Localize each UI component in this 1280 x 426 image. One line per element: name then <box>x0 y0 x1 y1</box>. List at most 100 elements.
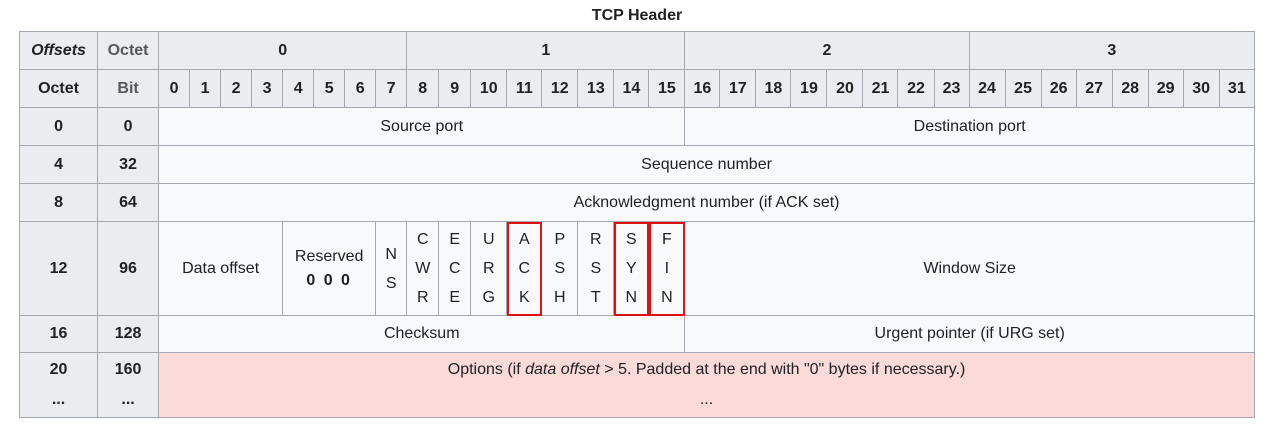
bit-header: 10 <box>470 69 508 108</box>
bit-header: 27 <box>1075 69 1113 108</box>
bit-header: 18 <box>755 69 792 108</box>
flag-letter: S <box>590 260 602 277</box>
options-text-italic: data offset <box>525 361 600 378</box>
options-text-suffix: > 5. Padded at the end with "0" bytes if… <box>599 361 966 378</box>
bit-header: 22 <box>897 69 935 108</box>
octet-offset: 20 ... <box>18 352 99 418</box>
octet-offset: 12 <box>18 221 99 316</box>
bit-header: 30 <box>1182 69 1220 108</box>
flag-letter: W <box>415 260 431 277</box>
bit-header: 2 <box>220 69 253 108</box>
flag-letter: N <box>385 245 397 263</box>
flag-letter: T <box>590 289 601 306</box>
source-port-field: Source port <box>158 107 686 146</box>
flag-ns: N S <box>375 221 408 316</box>
row-octet-20: 20 ... 160 ... Options (if data offset >… <box>18 352 1255 418</box>
flag-letter: U <box>482 231 495 248</box>
options-text: Options (if data offset > 5. Padded at t… <box>159 355 1254 385</box>
bit-header: 24 <box>968 69 1006 108</box>
checksum-field: Checksum <box>158 315 686 353</box>
octet-header-row: Offsets Octet 0 1 2 3 <box>18 31 1256 70</box>
reserved-bits: 0 0 0 <box>306 271 352 289</box>
flag-letter: C <box>416 231 429 248</box>
sequence-number-field: Sequence number <box>158 145 1255 184</box>
octet-2-header: 2 <box>684 31 970 70</box>
flag-ack-highlighted: A C K <box>506 221 543 316</box>
flag-psh: P S H <box>541 221 579 316</box>
bit-header: 12 <box>541 69 579 108</box>
bit-offset: 0 <box>97 107 160 146</box>
data-offset-field: Data offset <box>158 221 284 316</box>
row-label-octet: Octet <box>18 69 99 108</box>
row-octet-12: 12 96 Data offset Reserved 0 0 0 N S C W… <box>18 221 1255 316</box>
bit-header: 15 <box>648 69 686 108</box>
flag-letter: R <box>482 260 495 277</box>
bit-header: 7 <box>375 69 408 108</box>
flag-cwr: C W R <box>406 221 440 316</box>
flag-letter: S <box>626 231 637 248</box>
bit-header: 11 <box>506 69 543 108</box>
octet-offset: 8 <box>18 183 99 222</box>
bit-header: 3 <box>251 69 284 108</box>
row-label-bit: Bit <box>97 69 160 108</box>
bit-header: 8 <box>406 69 440 108</box>
row-octet-4: 4 32 Sequence number <box>18 145 1255 184</box>
offsets-label: Offsets <box>18 31 99 70</box>
octet-0-header: 0 <box>158 31 408 70</box>
flag-letter: R <box>590 231 602 248</box>
bit-header: 29 <box>1147 69 1184 108</box>
bit-header: 17 <box>719 69 757 108</box>
flag-letter: A <box>518 231 530 248</box>
octet-offset-more: ... <box>51 391 66 408</box>
bit-header: 28 <box>1111 69 1149 108</box>
flag-fin-highlighted: F I N <box>648 221 686 316</box>
bit-header: 21 <box>862 69 899 108</box>
flag-rst: R S T <box>577 221 615 316</box>
bit-header: 4 <box>282 69 315 108</box>
bit-header: 25 <box>1004 69 1042 108</box>
flag-letter: I <box>664 260 670 277</box>
octet-offset: 0 <box>18 107 99 146</box>
bit-header: 9 <box>438 69 472 108</box>
options-more: ... <box>699 391 714 408</box>
options-text-prefix: Options (if <box>447 361 526 378</box>
reserved-label: Reserved <box>294 247 364 265</box>
bit-offset: 64 <box>97 183 160 222</box>
flag-letter: F <box>661 231 672 248</box>
octet-offset: 4 <box>18 145 99 184</box>
bit-offset: 160 ... <box>97 352 160 418</box>
octet-offset-value: 20 <box>49 361 68 378</box>
flag-letter: P <box>554 231 566 248</box>
tcp-header-diagram: TCP Header Offsets Octet 0 1 2 3 Oc <box>18 3 1256 418</box>
options-field: Options (if data offset > 5. Padded at t… <box>158 352 1255 418</box>
flag-letter: Y <box>626 260 637 277</box>
flag-syn-highlighted: S Y N <box>613 221 650 316</box>
flag-letter: G <box>482 289 495 306</box>
octet-offset: 16 <box>18 315 99 353</box>
bit-header: 31 <box>1218 69 1256 108</box>
destination-port-field: Destination port <box>684 107 1255 146</box>
bit-header: 1 <box>189 69 222 108</box>
flag-letter: R <box>416 289 429 306</box>
row-octet-8: 8 64 Acknowledgment number (if ACK set) <box>18 183 1255 222</box>
bit-header: 5 <box>313 69 346 108</box>
bit-offset: 128 <box>97 315 160 353</box>
bit-header: 20 <box>826 69 864 108</box>
reserved-field: Reserved 0 0 0 <box>282 221 377 316</box>
bit-header-row: Octet Bit 0 1 2 3 4 5 6 7 8 9 10 11 12 1… <box>18 69 1256 108</box>
bit-offset: 32 <box>97 145 160 184</box>
window-size-field: Window Size <box>684 221 1255 316</box>
flag-letter: S <box>385 274 397 292</box>
acknowledgment-number-field: Acknowledgment number (if ACK set) <box>158 183 1255 222</box>
bit-header: 19 <box>790 69 828 108</box>
flag-letter: E <box>449 231 461 248</box>
bit-header: 13 <box>577 69 615 108</box>
urgent-pointer-field: Urgent pointer (if URG set) <box>684 315 1255 353</box>
octet-3-header: 3 <box>968 31 1256 70</box>
flag-urg: U R G <box>470 221 508 316</box>
bit-header: 0 <box>158 69 191 108</box>
bit-offset-more: ... <box>121 391 135 408</box>
octet-label: Octet <box>97 31 160 70</box>
bit-header: 14 <box>613 69 650 108</box>
bit-offset: 96 <box>97 221 160 316</box>
